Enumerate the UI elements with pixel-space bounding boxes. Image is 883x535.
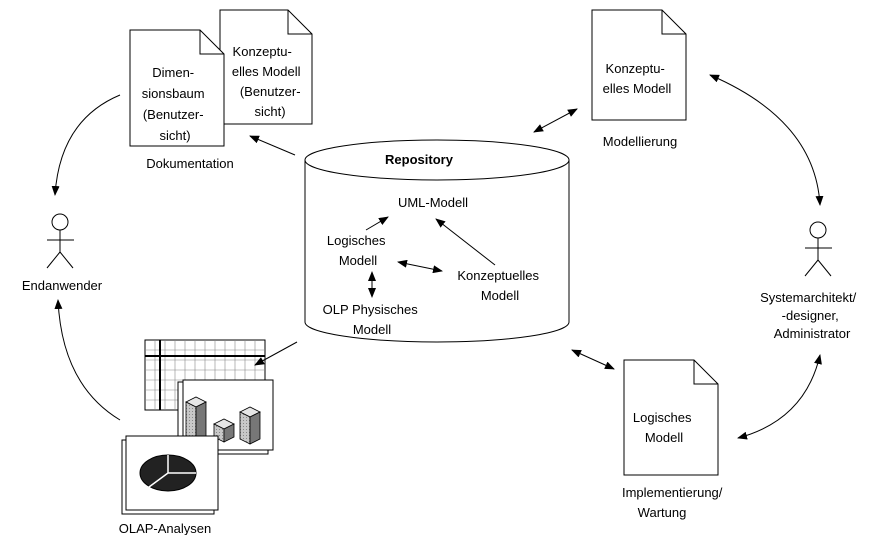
back-doc-line-3: (Benutzer-: [240, 84, 301, 99]
logical-model-label: Logisches Modell: [327, 233, 389, 268]
architect-line-1: Systemarchitekt/: [760, 290, 856, 305]
impl-doc-line-1: Logisches: [633, 410, 692, 425]
olp-model-label: OLP Physisches Modell: [323, 302, 422, 337]
model-doc-line-1: Konzeptu-: [606, 61, 665, 76]
doc-logisches-modell: Logisches Modell: [623, 359, 719, 476]
system-architect-icon: [804, 221, 832, 277]
conceptual-line-2: Modell: [481, 288, 519, 303]
arrow-repository-to-docs: [249, 135, 296, 156]
arrow-repository-implementation: [571, 349, 615, 370]
svg-text:Konzeptu- elles Modell: Konzeptu- elles Modell (Benutzer- sicht): [232, 44, 304, 119]
front-doc-line-2: sionsbaum: [142, 86, 205, 101]
architect-line-3: Administrator: [774, 326, 851, 341]
svg-text:Dimen- sionsbaum (: Dimen- sionsbaum (Benutzer- sicht): [142, 65, 209, 143]
svg-text:Konzeptu- elles Modell: Konzeptu- elles Modell: [603, 61, 672, 96]
conceptual-line-1: Konzeptuelles: [457, 268, 539, 283]
back-doc-line-4: sicht): [254, 104, 285, 119]
arrow-repository-to-olap: [254, 341, 298, 366]
front-doc-line-4: sicht): [159, 128, 190, 143]
olp-line-1: OLP Physisches: [323, 302, 419, 317]
end-user-label: Endanwender: [22, 278, 103, 293]
arrow-logical-to-uml: [365, 216, 389, 231]
arrow-docs-to-end-user: [51, 94, 121, 196]
doc-konzeptuelles-modell-benutzersicht: Konzeptu- elles Modell (Benutzer- sicht): [219, 9, 313, 125]
arrow-architect-implementation: [737, 354, 822, 440]
repository-title: Repository: [385, 152, 454, 167]
documentation-caption: Dokumentation: [146, 156, 233, 171]
uml-model-label: UML-Modell: [398, 195, 468, 210]
doc-konzeptuelles-modell: Konzeptu- elles Modell: [591, 9, 687, 121]
end-user-icon: [46, 213, 74, 269]
conceptual-model-label: Konzeptuelles Modell: [457, 268, 542, 303]
architect-line-2: -designer,: [782, 308, 839, 323]
impl-doc-line-2: Modell: [645, 430, 683, 445]
arrow-conceptual-to-uml: [435, 218, 496, 266]
arrow-olap-to-end-user: [54, 299, 121, 421]
implementation-caption: Implementierung/ Wartung: [622, 485, 726, 520]
olap-pie-chart-sheet: [121, 435, 219, 515]
logical-line-1: Logisches: [327, 233, 386, 248]
doc-dimensionsbaum: Dimen- sionsbaum (Benutzer- sicht): [129, 29, 225, 147]
olap-caption: OLAP-Analysen: [119, 521, 212, 535]
impl-caption-line-1: Implementierung/: [622, 485, 723, 500]
front-doc-line-1: Dimen-: [152, 65, 194, 80]
model-doc-line-2: elles Modell: [603, 81, 672, 96]
arrow-repository-modelling: [533, 108, 578, 133]
logical-line-2: Modell: [339, 253, 377, 268]
impl-caption-line-2: Wartung: [638, 505, 687, 520]
arrow-logical-conceptual: [397, 259, 443, 274]
back-doc-line-2: elles Modell: [232, 64, 301, 79]
modelling-caption: Modellierung: [603, 134, 677, 149]
svg-text:Logisches Modell: Logisches Modell: [633, 410, 695, 445]
back-doc-line-1: Konzeptu-: [233, 44, 292, 59]
olp-line-2: Modell: [353, 322, 391, 337]
front-doc-line-3: (Benutzer-: [143, 107, 204, 122]
system-architect-label: Systemarchitekt/ -designer, Administrato…: [760, 290, 860, 341]
arrow-modelling-architect: [709, 74, 824, 206]
